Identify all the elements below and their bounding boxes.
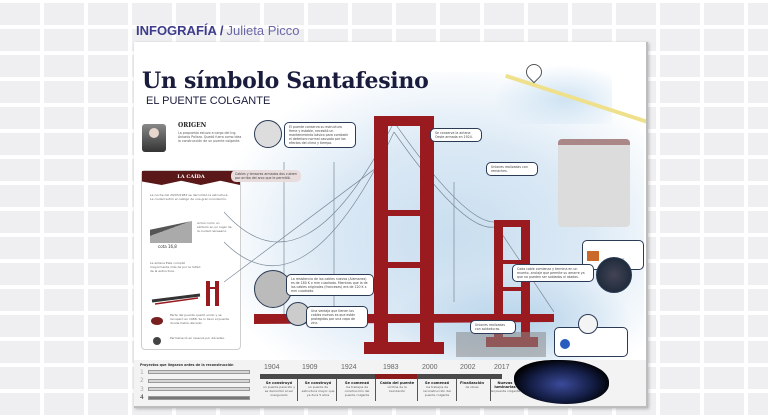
year-1904: 1904 xyxy=(264,364,280,371)
callout-soldaduras: Uniones realizadas con soldaduras. xyxy=(470,320,516,334)
caida-text-4: Parte del puente quedó unido y se recupe… xyxy=(170,313,230,325)
caida-text-3: La antena Este cumplió mayormente más de… xyxy=(150,261,201,273)
infographic-image: Un símbolo Santafesino EL PUENTE COLGANT… xyxy=(134,42,648,408)
infographic-subtitle: EL PUENTE COLGANTE xyxy=(146,95,271,107)
origen-text: La propuesta estuvo a cargo del Ing. Ant… xyxy=(178,131,242,143)
callout-resistencia: La resistencia de los cables nuevos (Ale… xyxy=(286,274,374,296)
collapsed-bridge-illustration xyxy=(151,281,219,306)
lightbulb-icon xyxy=(578,314,598,334)
flood-graph xyxy=(150,221,192,243)
projects-heading: Proyectos que llegaron antes de la recon… xyxy=(140,363,234,367)
location-map xyxy=(492,64,612,124)
infographic-title: Un símbolo Santafesino xyxy=(142,68,429,94)
callout-structure: El puente conserva su estructura firme y… xyxy=(284,122,356,148)
origen-heading: ORIGEN xyxy=(178,122,207,129)
callout-remaches: Uniones realizadas con remaches. xyxy=(486,162,538,176)
caida-text-5: Permaneció en reserva por décadas. xyxy=(170,336,225,340)
page-header: INFOGRAFÍA/Julieta Picco xyxy=(136,23,300,38)
callout-antena: Se conserva la antena Oeste armada en 19… xyxy=(430,128,482,142)
caida-heading: LA CAÍDA xyxy=(177,174,205,180)
caida-panel: LA CAÍDA La noche del 29/05/1983 se derr… xyxy=(141,170,241,350)
anchor-photo-circle xyxy=(596,257,632,293)
year-1924: 1924 xyxy=(341,364,357,371)
year-1983: 1983 xyxy=(383,364,399,371)
section-label: INFOGRAFÍA xyxy=(136,23,217,38)
author-name: Julieta Picco xyxy=(226,23,300,38)
caida-text-1: La noche del 29/05/1983 se derrumbó la e… xyxy=(150,193,229,201)
callout-muerto: Cada cable comienza y termina en un muer… xyxy=(512,264,594,282)
energy-icon xyxy=(560,339,570,349)
timeline-collapse-segment xyxy=(375,374,417,379)
origen-section: ORIGEN La propuesta estuvo a cargo del I… xyxy=(142,122,252,164)
year-2017: 2017 xyxy=(494,364,510,371)
year-2000: 2000 xyxy=(422,364,438,371)
caida-banner: LA CAÍDA xyxy=(142,171,240,185)
year-2002: 2002 xyxy=(460,364,476,371)
night-bridge-image xyxy=(514,360,609,404)
tower-comparison-panel xyxy=(558,139,630,227)
timeline: Proyectos que llegaron antes de la recon… xyxy=(134,360,646,406)
projects-list: Proyectos que llegaron antes de la recon… xyxy=(140,363,250,401)
bridge-piece-icon xyxy=(151,317,163,325)
callout-zinc: Una ventaja que tienen los cables nuevos… xyxy=(306,306,368,328)
engineer-photo xyxy=(142,124,166,152)
separator: / xyxy=(219,23,224,38)
year-1909: 1909 xyxy=(302,364,318,371)
clock-icon xyxy=(153,337,161,345)
graph-label: cota 16,8 xyxy=(158,244,177,249)
callout-cables: Cables y tensores armados dos cubren por… xyxy=(231,170,301,182)
tower-detail-circle xyxy=(254,120,282,148)
caida-text-2: Actuó como un símbolo en un lugar de la … xyxy=(197,221,232,233)
